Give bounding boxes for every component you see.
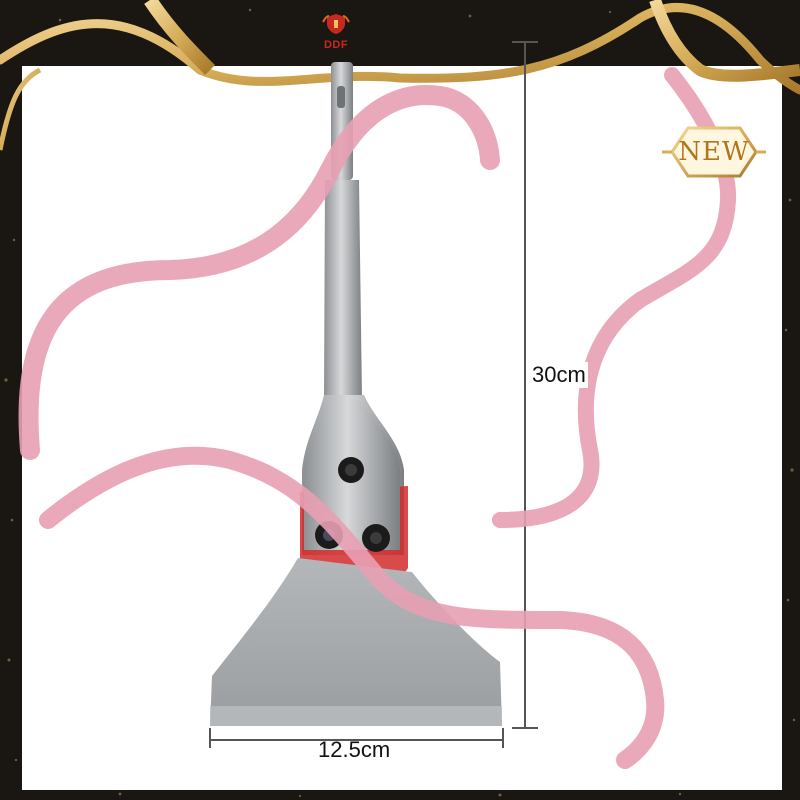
- gold-ribbon: [0, 0, 800, 151]
- sds-shank: [324, 62, 362, 400]
- brand-logo-text: DDF: [323, 39, 349, 51]
- scraper-blade: [210, 558, 502, 726]
- width-dimension-label: 12.5cm: [318, 737, 391, 762]
- brand-logo: DDF: [314, 12, 358, 51]
- badge-shape: [662, 126, 766, 178]
- shield-logo-icon: [322, 14, 350, 34]
- new-badge: NEW: [662, 124, 766, 180]
- height-dimension-label: 30cm: [530, 362, 588, 388]
- new-badge-label: NEW: [678, 137, 750, 167]
